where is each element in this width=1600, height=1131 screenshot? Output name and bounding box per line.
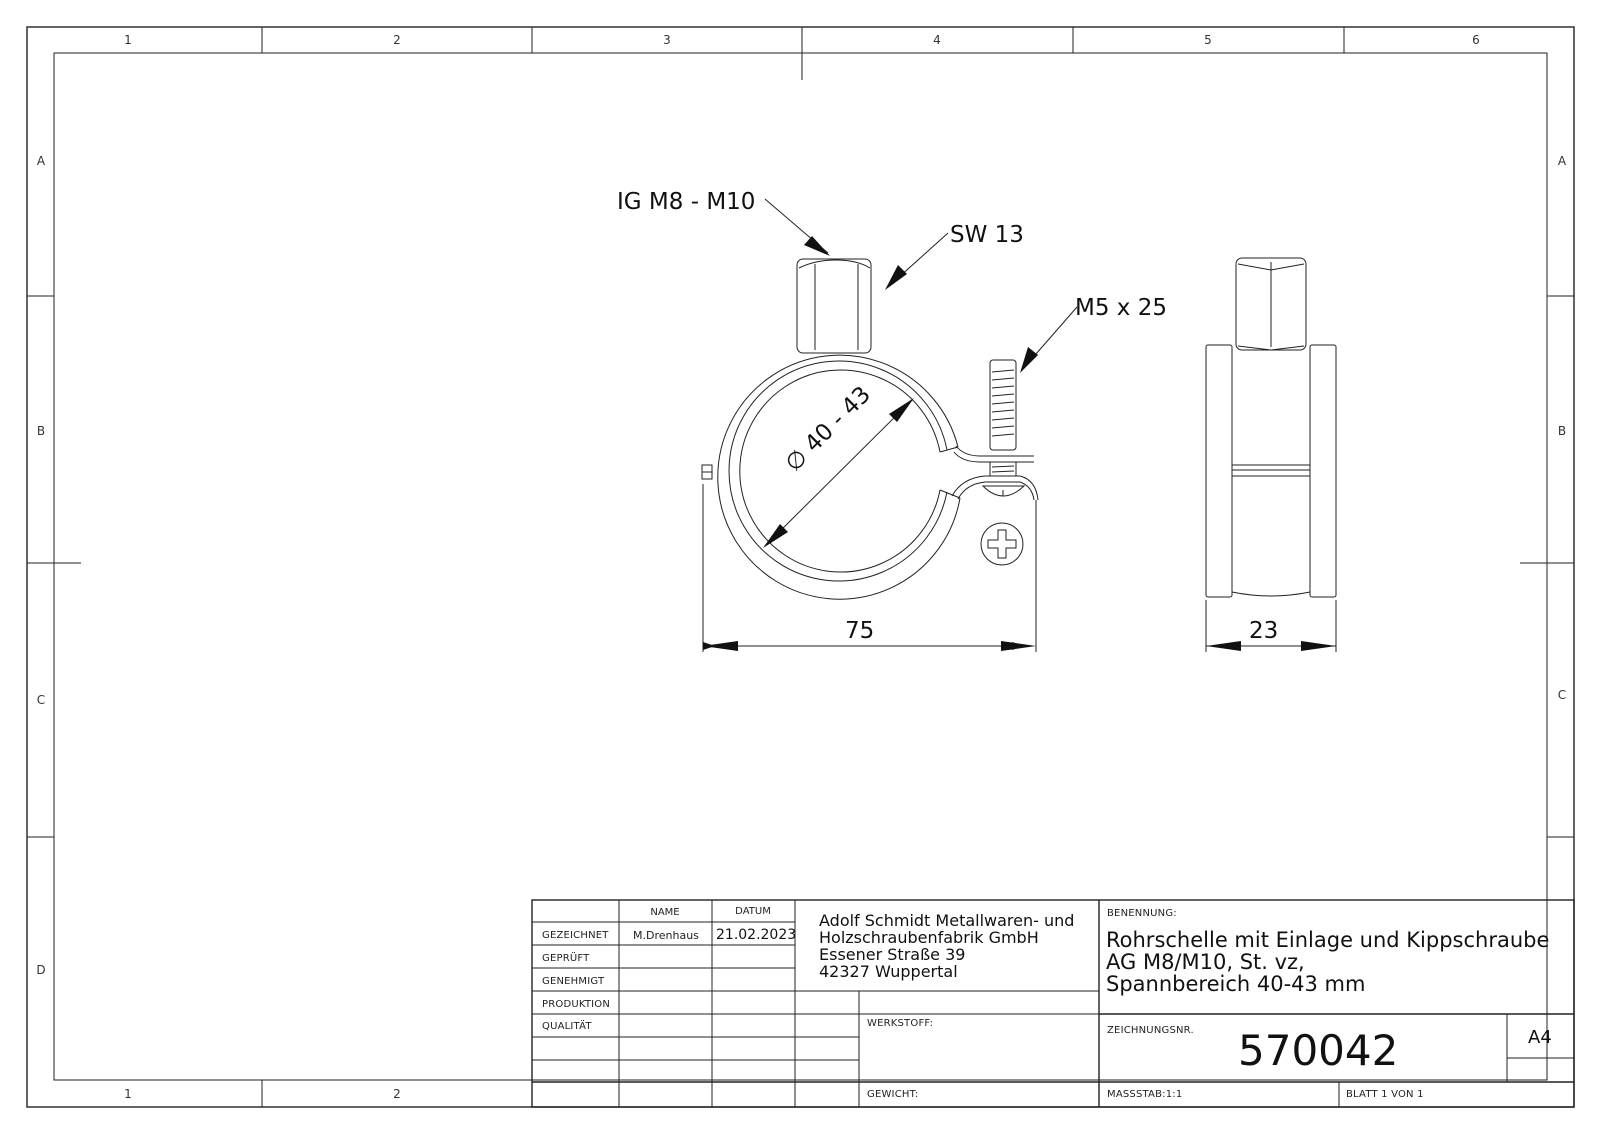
zone-label: 6 [1472, 33, 1480, 47]
title-block-grid [531, 899, 1575, 1108]
company-street: Essener Straße 39 [819, 945, 966, 964]
zone-label: 1 [124, 33, 132, 47]
drawn-date: 21.02.2023 [716, 927, 797, 943]
width-dimension-side: 23 [1249, 618, 1279, 644]
name-column-header: NAME [650, 907, 680, 918]
company-city: 42327 Wuppertal [819, 962, 958, 981]
row-label: GEPRÜFT [542, 953, 590, 964]
zone-label: C [1557, 688, 1567, 702]
zone-label: A [36, 154, 46, 168]
screw-callout: M5 x 25 [1075, 295, 1167, 321]
drawing-number: 570042 [1238, 1026, 1399, 1075]
thread-callout: IG M8 - M10 [617, 189, 756, 215]
company-name-line1: Adolf Schmidt Metallwaren- und [819, 911, 1075, 930]
zone-label: C [36, 693, 46, 707]
zone-label: 4 [933, 33, 941, 47]
zone-label: 2 [393, 1087, 401, 1101]
scale: MASSSTAB:1:1 [1107, 1089, 1183, 1100]
sheet-number: BLATT 1 VON 1 [1346, 1089, 1424, 1100]
drawing-number-label: ZEICHNUNGSNR. [1107, 1025, 1194, 1036]
zone-label: 3 [663, 33, 671, 47]
zone-label: D [36, 963, 46, 977]
zone-label: 2 [393, 33, 401, 47]
width-dimension-front: 75 [845, 618, 875, 644]
designation-label: BENENNUNG: [1107, 908, 1177, 919]
zone-label: B [36, 424, 46, 438]
weight-label: GEWICHT: [867, 1089, 919, 1100]
company-address: Adolf Schmidt Metallwaren- und Holzschra… [819, 912, 1074, 980]
sheet-size: A4 [1528, 1027, 1552, 1048]
zone-label: 5 [1204, 33, 1212, 47]
designation: Rohrschelle mit Einlage und Kippschraube… [1106, 929, 1549, 995]
material-label: WERKSTOFF: [867, 1018, 934, 1029]
side-view [1205, 257, 1337, 652]
designation-line1: Rohrschelle mit Einlage und Kippschraube [1106, 928, 1550, 952]
zone-label: B [1557, 424, 1567, 438]
date-column-header: DATUM [735, 906, 771, 917]
company-name-line2: Holzschraubenfabrik GmbH [819, 928, 1039, 947]
row-label: GEZEICHNET [542, 930, 609, 941]
drawn-by-name: M.Drenhaus [633, 929, 699, 942]
row-label: PRODUKTION [542, 999, 611, 1010]
row-label: GENEHMIGT [542, 976, 605, 987]
wrench-size-callout: SW 13 [950, 222, 1024, 248]
row-label: QUALITÄT [542, 1021, 592, 1032]
designation-line2: AG M8/M10, St. vz, [1106, 950, 1305, 974]
zone-label: A [1557, 154, 1567, 168]
zone-label: 1 [124, 1087, 132, 1101]
designation-line3: Spannbereich 40-43 mm [1106, 972, 1366, 996]
front-view [701, 198, 1078, 652]
